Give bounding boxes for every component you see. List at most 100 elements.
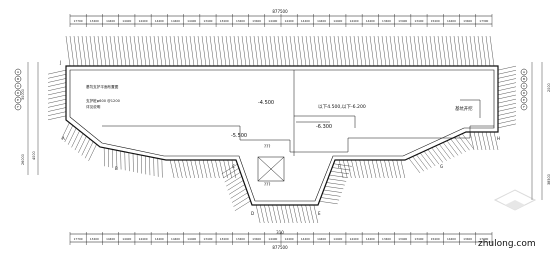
hatch-line xyxy=(301,35,307,67)
axis-label: F xyxy=(523,105,525,109)
axis-label: C xyxy=(523,84,525,88)
note-left-3: 详见说明 xyxy=(86,104,101,109)
dim-value: 13400 xyxy=(463,237,472,241)
hatch-line xyxy=(47,107,67,112)
hatch-line xyxy=(84,141,94,159)
hatch-line xyxy=(109,35,115,67)
hatch-line xyxy=(317,35,323,67)
hatch-line xyxy=(427,149,440,165)
dim-value: 14400 xyxy=(139,19,148,23)
hatch-line xyxy=(61,122,70,140)
right-note: 基坑开挖 xyxy=(455,105,473,112)
dim-value: 13400 xyxy=(415,19,424,23)
hatch-line xyxy=(429,35,435,67)
hatch-line xyxy=(217,35,223,67)
pit-label: ??? xyxy=(264,144,270,149)
hatch-line xyxy=(88,144,97,161)
shoring-pile-hatch xyxy=(47,35,517,224)
hatch-line xyxy=(202,159,208,179)
hatch-line xyxy=(169,35,175,67)
hatch-line xyxy=(213,35,219,67)
right-dim-1: 2000 xyxy=(547,83,551,92)
hatch-line xyxy=(363,159,368,179)
hatch-line xyxy=(227,159,232,179)
hatch-line xyxy=(333,163,352,167)
hatch-line xyxy=(441,35,447,67)
hatch-line xyxy=(425,35,431,67)
hatch-line xyxy=(211,159,216,179)
hatch-line xyxy=(182,159,187,179)
hatch-line xyxy=(493,131,499,151)
dim-value: 13400 xyxy=(252,237,261,241)
hatch-line xyxy=(329,35,335,67)
hatch-line xyxy=(477,35,483,67)
hatch-line xyxy=(385,35,391,67)
hatch-line xyxy=(189,35,195,67)
hatch-line xyxy=(289,35,295,67)
hatch-line xyxy=(185,35,191,67)
hatch-line xyxy=(369,35,375,67)
hatch-line xyxy=(377,35,383,67)
hatch-line xyxy=(353,35,359,67)
hatch-line xyxy=(323,189,342,193)
hatch-line xyxy=(190,159,195,179)
hatch-line xyxy=(234,200,251,211)
hatch-line xyxy=(47,94,67,100)
dim-value: 14400 xyxy=(155,19,164,23)
hatch-line xyxy=(361,35,367,67)
corner-label: B xyxy=(115,166,118,171)
hatch-line xyxy=(481,35,487,67)
hatch-line xyxy=(392,159,397,179)
hatch-line xyxy=(384,159,389,179)
hatch-line xyxy=(497,82,517,87)
hatch-line xyxy=(497,86,517,91)
hatch-line xyxy=(121,35,127,67)
hatch-line xyxy=(194,159,199,179)
hatch-line xyxy=(153,35,159,67)
dim-value: 14400 xyxy=(301,237,310,241)
dim-value: 14400 xyxy=(106,19,115,23)
interior-lines xyxy=(102,70,494,182)
hatch-line xyxy=(454,137,466,153)
hatch-line xyxy=(321,35,327,67)
hatch-line xyxy=(345,35,351,67)
hatch-line xyxy=(47,69,67,75)
dim-value: 14400 xyxy=(301,19,310,23)
dim-value: 13400 xyxy=(236,237,245,241)
hatch-line xyxy=(417,35,423,67)
bottom-mid-label: 310 xyxy=(276,230,284,235)
hatch-line xyxy=(229,184,245,195)
dim-value: 17700 xyxy=(74,19,83,23)
hatch-line xyxy=(397,35,403,67)
dim-value: 14400 xyxy=(268,19,277,23)
axis-label: D xyxy=(523,91,526,95)
hatch-line xyxy=(497,119,517,124)
hatch-line xyxy=(280,204,286,224)
watermark-text: zhulong.com xyxy=(478,239,536,249)
hatch-line xyxy=(320,197,340,201)
hatch-line xyxy=(276,204,281,224)
hatch-line xyxy=(231,159,237,179)
dim-value: 13400 xyxy=(382,237,391,241)
hatch-line xyxy=(197,35,203,67)
hatch-line xyxy=(65,35,71,67)
hatch-line xyxy=(47,82,67,87)
corner-label: J xyxy=(59,60,61,65)
dim-value: 13400 xyxy=(220,237,229,241)
hatch-line xyxy=(469,35,475,67)
axis-bubble xyxy=(520,103,528,111)
hatch-line xyxy=(497,94,517,100)
hatch-line xyxy=(125,35,131,67)
hatch-line xyxy=(332,167,351,171)
hatch-line xyxy=(201,35,207,67)
hatch-line xyxy=(416,154,428,170)
hatch-line xyxy=(253,35,259,67)
axis-bubble xyxy=(520,68,528,76)
hatch-line xyxy=(396,159,401,179)
hatch-line xyxy=(284,204,290,224)
hatch-line xyxy=(412,156,424,172)
hatch-line xyxy=(178,159,183,179)
hatch-line xyxy=(497,123,517,129)
